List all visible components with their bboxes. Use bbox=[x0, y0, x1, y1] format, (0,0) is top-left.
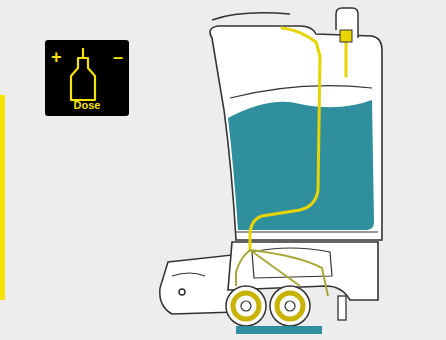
seam bbox=[236, 231, 378, 232]
bumper-line bbox=[172, 273, 205, 276]
dose-sign: + bbox=[51, 48, 62, 66]
icon-label: Dose bbox=[45, 100, 129, 111]
distribution-lines bbox=[236, 250, 328, 296]
dosing-pump bbox=[340, 30, 352, 42]
dosing-hose bbox=[250, 28, 346, 250]
water-film bbox=[236, 326, 322, 334]
handle bbox=[212, 13, 290, 20]
seam bbox=[230, 86, 372, 98]
body-shell bbox=[210, 26, 382, 240]
front-wheel bbox=[179, 289, 185, 295]
dose-icon-box: + – Dose bbox=[45, 40, 129, 116]
brushes bbox=[226, 286, 310, 326]
squeegee bbox=[338, 296, 346, 320]
front-bumper bbox=[160, 255, 236, 314]
side-bar bbox=[0, 95, 5, 300]
dose-sign: – bbox=[113, 48, 123, 66]
